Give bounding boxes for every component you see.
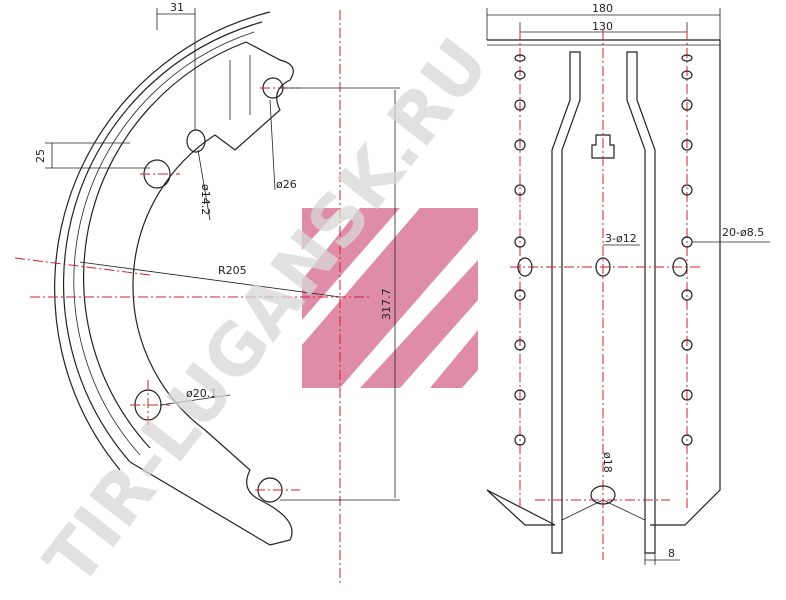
dim-r205: R205 — [218, 264, 247, 277]
rivet-holes — [514, 54, 693, 446]
plan-view: 180 130 3-ø1 — [486, 2, 770, 565]
side-view: 31 25 R205 ø14.2 ø26 317.7 ø20.1 — [14, 1, 400, 585]
dim-317-7: 317.7 — [380, 289, 393, 321]
logo-mark — [302, 208, 478, 388]
dim-3-holes-12: 3-ø12 — [605, 232, 637, 245]
dim-hole-20-1: ø20.1 — [186, 387, 217, 400]
dim-hole-26: ø26 — [276, 178, 297, 191]
dim-31: 31 — [170, 1, 184, 14]
dim-8: 8 — [668, 547, 675, 560]
dim-hole-18: ø18 — [601, 452, 614, 473]
dim-130: 130 — [592, 20, 613, 33]
dim-25: 25 — [34, 149, 47, 163]
dim-hole-14-2: ø14.2 — [199, 184, 212, 215]
dim-20-holes-8-5: 20-ø8.5 — [722, 226, 764, 239]
dim-180: 180 — [592, 2, 613, 15]
